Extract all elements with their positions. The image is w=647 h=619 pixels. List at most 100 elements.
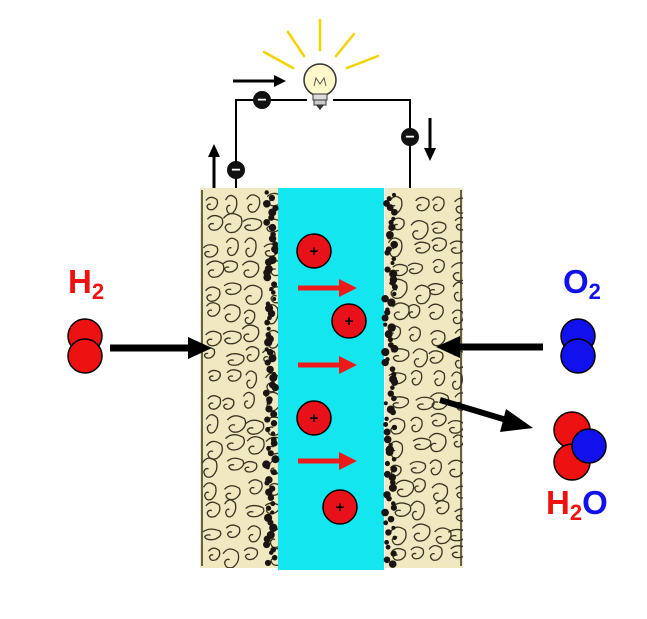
catalyst-particle bbox=[384, 460, 390, 467]
ion-flow-arrow bbox=[298, 356, 357, 374]
catalyst-particle bbox=[390, 479, 396, 486]
catalyst-particle bbox=[391, 284, 398, 291]
catalyst-particle bbox=[391, 424, 398, 431]
light-rays bbox=[262, 18, 380, 70]
hydrogen-molecule bbox=[67, 318, 103, 374]
catalyst-particle bbox=[390, 409, 396, 416]
catalyst-particle bbox=[264, 559, 272, 567]
catalyst-particle bbox=[269, 373, 278, 382]
catalyst-particle bbox=[264, 480, 270, 486]
water-h: H bbox=[546, 484, 570, 521]
oxygen-subscript: 2 bbox=[589, 279, 601, 304]
catalyst-particle bbox=[384, 539, 389, 545]
catalyst-particle bbox=[387, 235, 392, 240]
catalyst-particle bbox=[383, 421, 389, 427]
catalyst-particle bbox=[267, 494, 275, 501]
catalyst-particle bbox=[267, 309, 276, 318]
water-molecule bbox=[553, 411, 607, 481]
water-output-arrow bbox=[439, 397, 533, 432]
electron-icon: − bbox=[227, 161, 245, 179]
catalyst-particle bbox=[271, 383, 279, 392]
electron-icon: − bbox=[253, 91, 271, 109]
catalyst-particle bbox=[390, 385, 395, 390]
catalyst-particle bbox=[383, 556, 391, 564]
catalyst-particle bbox=[388, 483, 397, 492]
catalyst-particle bbox=[265, 505, 272, 511]
catalyst-particle bbox=[270, 510, 275, 515]
electron-sign: − bbox=[405, 129, 414, 146]
catalyst-particle bbox=[388, 473, 396, 482]
catalyst-particle bbox=[268, 223, 277, 232]
catalyst-particle bbox=[269, 286, 274, 292]
catalyst-particle bbox=[389, 269, 398, 278]
catalyst-particle bbox=[381, 508, 389, 517]
catalyst-particle bbox=[263, 218, 271, 226]
water-subscript: 2 bbox=[570, 500, 582, 525]
catalyst-particle bbox=[263, 200, 271, 208]
catalyst-particle bbox=[391, 395, 397, 402]
catalyst-particle bbox=[271, 455, 280, 464]
catalyst-particle bbox=[387, 515, 395, 523]
catalyst-particle bbox=[263, 535, 271, 543]
proton-sign: + bbox=[336, 499, 345, 516]
catalyst-particle bbox=[270, 501, 276, 507]
protons: + + + + bbox=[296, 233, 367, 525]
anode-catalyst-layer bbox=[262, 190, 280, 567]
catalyst-particle bbox=[272, 297, 277, 302]
proton-sign: + bbox=[310, 410, 319, 427]
catalyst-particle bbox=[386, 204, 394, 211]
catalyst-particle bbox=[384, 266, 391, 273]
catalyst-particle bbox=[273, 249, 278, 255]
catalyst-particle bbox=[265, 488, 273, 496]
anode-electrode bbox=[200, 188, 278, 568]
catalyst-particle bbox=[268, 354, 277, 363]
catalyst-particle bbox=[384, 249, 391, 256]
ion-flow-arrow bbox=[298, 452, 357, 470]
catalyst-particle bbox=[391, 456, 397, 462]
catalyst-particle bbox=[385, 448, 394, 456]
catalyst-particle bbox=[388, 560, 397, 568]
catalyst-particle bbox=[381, 295, 389, 303]
catalyst-particle bbox=[270, 469, 277, 476]
hydrogen-symbol: H bbox=[68, 263, 92, 300]
catalyst-particle bbox=[270, 439, 278, 447]
catalyst-particle bbox=[381, 347, 390, 357]
catalyst-particle bbox=[385, 529, 392, 536]
catalyst-particle bbox=[390, 504, 397, 511]
catalyst-particle bbox=[388, 219, 394, 226]
proton-icon: + bbox=[296, 233, 332, 269]
proton-sign: + bbox=[345, 313, 354, 330]
catalyst-particle bbox=[264, 359, 271, 366]
catalyst-particle bbox=[270, 410, 278, 418]
catalyst-particle bbox=[267, 450, 274, 457]
catalyst-particle bbox=[263, 541, 271, 549]
catalyst-particle bbox=[391, 501, 396, 506]
catalyst-particle bbox=[389, 366, 396, 372]
catalyst-particle bbox=[383, 520, 389, 526]
catalyst-particle bbox=[272, 241, 278, 248]
proton-sign: + bbox=[310, 243, 319, 260]
catalyst-particle bbox=[386, 495, 392, 502]
hydrogen-input-arrow bbox=[110, 337, 212, 359]
external-circuit-wire bbox=[235, 99, 411, 192]
svg-text:H2O: H2O bbox=[546, 484, 608, 525]
catalyst-particle bbox=[384, 309, 391, 316]
electron-sign: − bbox=[257, 92, 266, 109]
catalyst-particle bbox=[383, 401, 388, 406]
electron-flow-arrow-up bbox=[208, 144, 220, 192]
catalyst-particle bbox=[267, 315, 272, 321]
oxygen-label: O2 bbox=[563, 263, 601, 304]
catalyst-particle bbox=[263, 273, 272, 282]
catalyst-particle bbox=[265, 465, 270, 470]
catalyst-particle bbox=[269, 550, 274, 555]
proton-icon: + bbox=[296, 400, 332, 436]
catalyst-particle bbox=[387, 323, 396, 332]
catalyst-particle bbox=[390, 240, 399, 249]
catalyst-particle bbox=[383, 435, 392, 444]
cathode-electrode bbox=[385, 188, 463, 568]
catalyst-particle bbox=[266, 326, 271, 331]
catalyst-particle bbox=[264, 258, 273, 266]
catalyst-particle bbox=[271, 554, 278, 561]
light-bulb-icon bbox=[262, 18, 380, 110]
